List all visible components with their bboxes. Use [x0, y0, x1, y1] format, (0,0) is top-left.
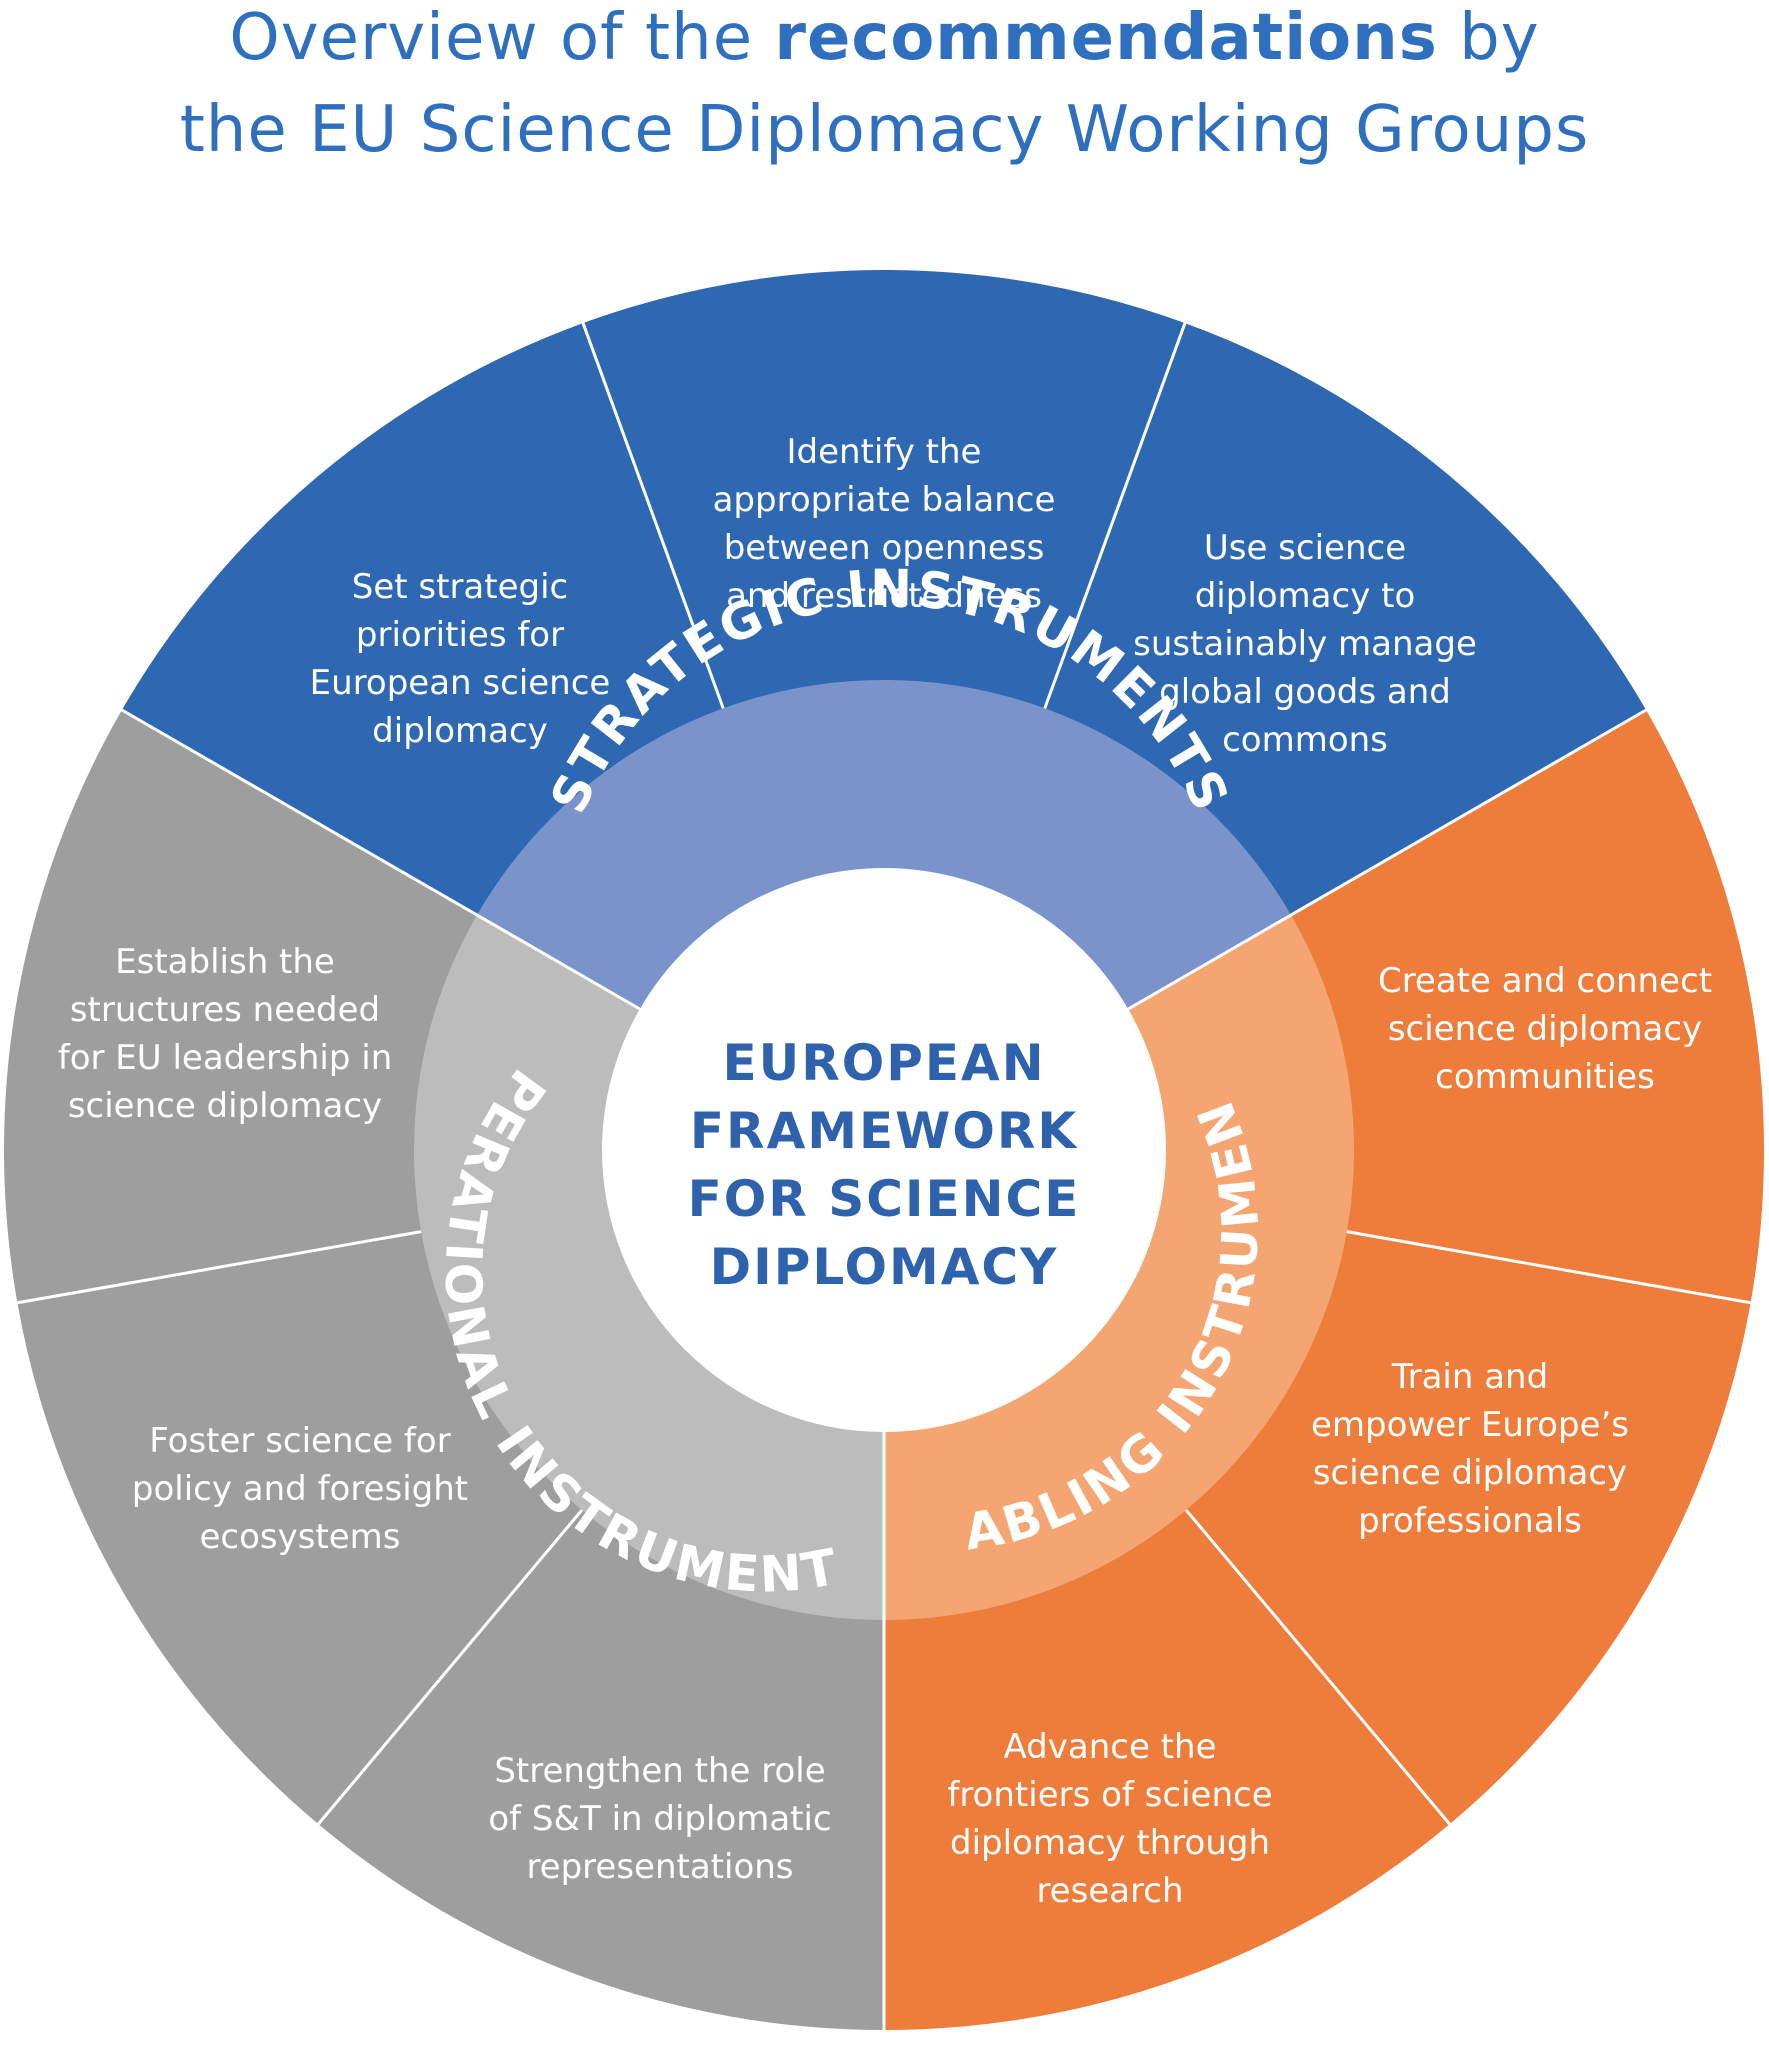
segment-label-line: Establish the — [115, 942, 335, 982]
segment-label-line: European science — [310, 663, 611, 703]
segment-label-line: sustainably manage — [1133, 624, 1477, 664]
segment-label-line: Advance the — [1004, 1727, 1217, 1767]
segment-label-line: appropriate balance — [713, 480, 1056, 520]
segment-enabling-3 — [884, 1508, 1450, 2030]
segment-divider — [1184, 1509, 1453, 1827]
segment-label-enabling-3: Advance the frontiers of science diplomacy… — [947, 1727, 1272, 1911]
segment-label-line: communities — [1435, 1057, 1655, 1097]
segment-label-line: for EU leadership in — [58, 1038, 393, 1078]
segment-label-line: Set strategic — [352, 567, 568, 607]
segment-label-line: global goods and — [1159, 672, 1451, 712]
segment-label-operational-3: Establish the structures needed for EU lea… — [58, 942, 393, 1126]
title-prefix: Overview of the — [229, 1, 775, 75]
segment-strategic-2 — [583, 270, 1185, 711]
segment-label-operational-1: Strengthen the role of S&T in diplomatic r… — [488, 1751, 831, 1887]
segment-label-line: commons — [1222, 720, 1388, 760]
segment-label-strategic-3: Use science diplomacy to sustainably manag… — [1133, 528, 1477, 760]
segment-label-line: professionals — [1358, 1501, 1582, 1541]
segment-divider — [15, 1230, 422, 1305]
segment-label-line: diplomacy to — [1195, 576, 1416, 616]
segment-strategic-3 — [1044, 323, 1647, 916]
segment-label-line: between openness — [724, 528, 1045, 568]
segment-divider — [1043, 320, 1188, 709]
title-line-2: the EU Science Diplomacy Working Groups — [179, 93, 1590, 167]
segment-label-line: representations — [526, 1847, 793, 1887]
ring-strategic — [476, 679, 1292, 1010]
segment-label-line: Strengthen the role — [494, 1751, 825, 1791]
segment-label-line: science diplomacy — [68, 1086, 382, 1126]
segment-label-line: Use science — [1204, 528, 1406, 568]
segment-label-line: research — [1036, 1871, 1183, 1911]
segment-label-enabling-2: Train and empower Europe’s science diploma… — [1311, 1357, 1629, 1541]
center-disc — [602, 868, 1166, 1432]
segment-label-line: science diplomacy — [1388, 1009, 1702, 1049]
dividers — [15, 320, 1753, 2032]
segment-label-line: Create and connect — [1378, 961, 1712, 1001]
segment-label-line: structures needed — [70, 990, 380, 1030]
segment-label-line: of S&T in diplomatic — [488, 1799, 831, 1839]
diagram-title: Overview of the recommendations by the E… — [0, 0, 1769, 176]
center-line-3: FOR SCIENCE — [688, 1170, 1081, 1228]
segment-operational-1 — [318, 1508, 884, 2030]
segment-label-line: frontiers of science — [947, 1775, 1272, 1815]
segment-label-line: Identify the — [787, 432, 982, 472]
group-divider — [119, 707, 641, 1011]
segment-label-enabling-1: Create and connect science diplomacy commu… — [1378, 961, 1712, 1097]
title-line-1: Overview of the recommendations by — [0, 0, 1769, 84]
segment-label-line: diplomacy through — [950, 1823, 1270, 1863]
segment-label-operational-2: Foster science for policy and foresight ec… — [132, 1421, 468, 1557]
segment-label-line: ecosystems — [199, 1517, 400, 1557]
segment-label-line: Train and — [1391, 1357, 1548, 1397]
segment-strategic-1 — [121, 323, 724, 916]
group-divider — [1127, 707, 1649, 1011]
segment-enabling-1 — [1289, 710, 1764, 1303]
center-line-4: DIPLOMACY — [710, 1238, 1059, 1296]
title-suffix: by — [1437, 1, 1540, 75]
title-bold: recommendations — [774, 1, 1438, 75]
segment-label-line: Foster science for — [149, 1421, 450, 1461]
segment-divider — [315, 1509, 584, 1827]
outer-segments — [3, 270, 1764, 2030]
segment-label-line: empower Europe’s — [1311, 1405, 1629, 1445]
inner-ring — [413, 679, 1354, 1620]
segment-divider — [580, 320, 725, 709]
segment-operational-3 — [3, 710, 479, 1303]
center-line-2: FRAMEWORK — [690, 1102, 1078, 1160]
center-line-1: EUROPEAN — [722, 1034, 1045, 1092]
ring-operational — [413, 915, 884, 1620]
center-label: EUROPEAN FRAMEWORK FOR SCIENCE DIPLOMACY — [688, 1034, 1081, 1296]
segment-label-line: priorities for — [356, 615, 564, 655]
segment-divider — [1346, 1230, 1753, 1305]
ring-enabling — [884, 915, 1354, 1620]
segment-label-strategic-2: Identify the appropriate balance between o… — [713, 432, 1056, 616]
segment-label-line: diplomacy — [372, 711, 548, 751]
segment-label-line: science diplomacy — [1313, 1453, 1627, 1493]
segment-label-line: policy and foresight — [132, 1469, 468, 1509]
segment-label-line: and restrictedness — [726, 576, 1042, 616]
